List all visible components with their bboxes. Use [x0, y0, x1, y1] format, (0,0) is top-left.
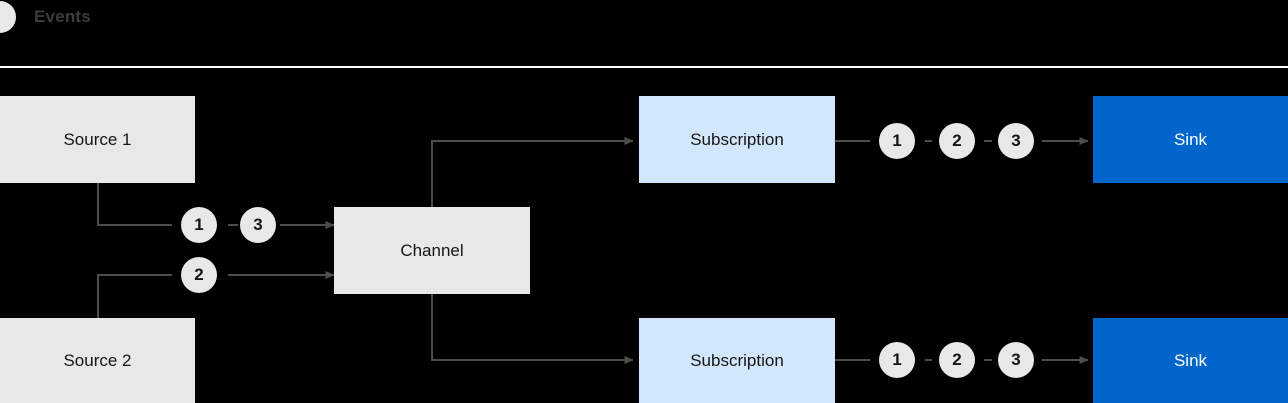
node-subscription-2-label: Subscription — [690, 350, 784, 370]
legend-label: Events — [34, 6, 91, 26]
node-source-1[interactable]: Source 1 — [0, 96, 195, 183]
node-sink-1-label: Sink — [1173, 129, 1208, 149]
node-channel[interactable]: Channel — [334, 207, 530, 294]
event-token-label: 1 — [892, 131, 902, 150]
node-sink-1[interactable]: Sink — [1093, 96, 1288, 183]
event-token: 2 — [939, 342, 975, 378]
event-token: 1 — [181, 207, 217, 243]
event-token: 1 — [879, 123, 915, 159]
event-token-label: 2 — [194, 265, 204, 284]
event-token-label: 2 — [952, 350, 962, 369]
event-token-label: 3 — [1011, 131, 1021, 150]
event-token-label: 1 — [892, 350, 902, 369]
node-subscription-1-label: Subscription — [690, 129, 784, 149]
event-token: 2 — [181, 257, 217, 293]
event-token: 1 — [879, 342, 915, 378]
legend-event-dot-icon — [0, 0, 16, 33]
node-sink-2-label: Sink — [1173, 350, 1208, 370]
divider — [0, 66, 1288, 68]
event-token: 3 — [240, 207, 276, 243]
event-token: 3 — [998, 342, 1034, 378]
node-subscription-2[interactable]: Subscription — [639, 318, 835, 403]
node-subscription-1[interactable]: Subscription — [639, 96, 835, 183]
event-token: 2 — [939, 123, 975, 159]
node-source-1-label: Source 1 — [63, 129, 132, 149]
node-sink-2[interactable]: Sink — [1093, 318, 1288, 403]
legend: Events — [0, 0, 1288, 33]
node-channel-label: Channel — [400, 240, 464, 260]
event-token-label: 3 — [1011, 350, 1021, 369]
event-token-label: 3 — [253, 215, 263, 234]
node-source-2[interactable]: Source 2 — [0, 318, 195, 403]
event-token-label: 1 — [194, 215, 204, 234]
event-token-label: 2 — [952, 131, 962, 150]
node-source-2-label: Source 2 — [63, 350, 132, 370]
event-token: 3 — [998, 123, 1034, 159]
